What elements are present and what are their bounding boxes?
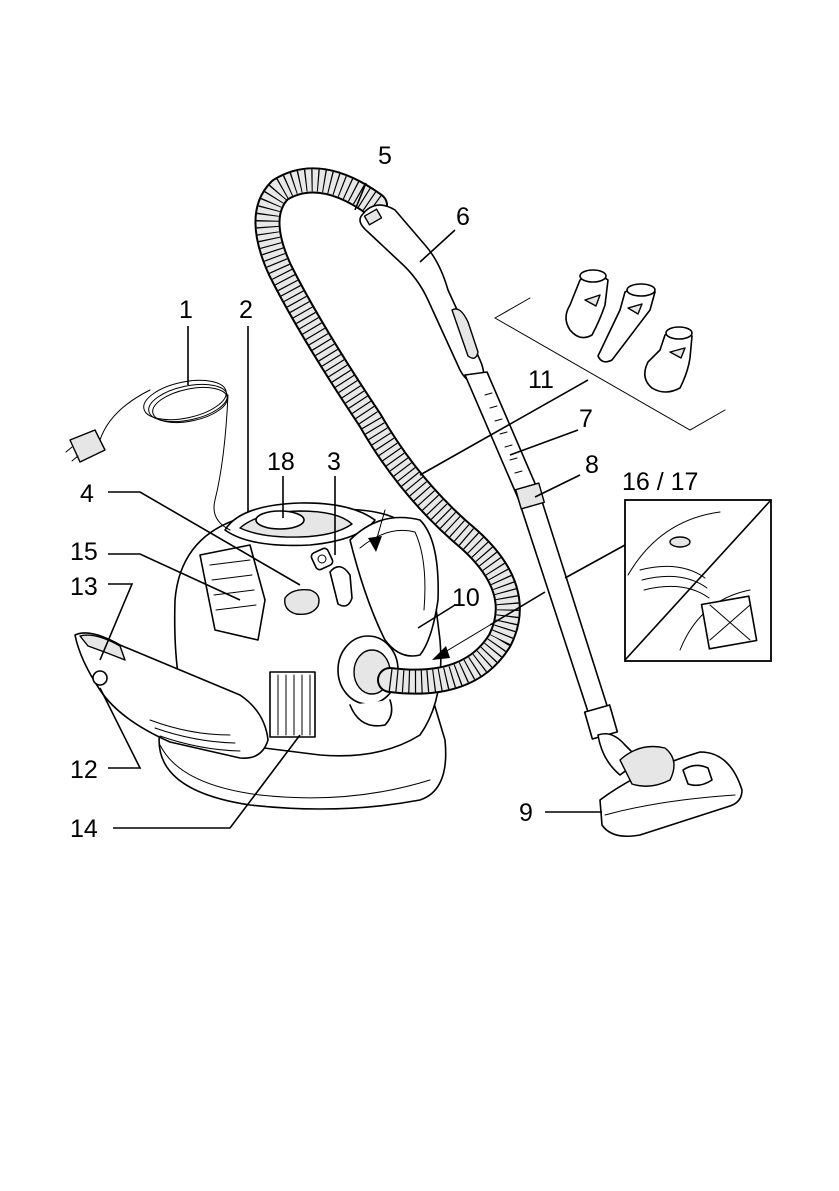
callout-11: 11 <box>528 366 554 394</box>
callout-6: 6 <box>456 203 470 231</box>
callout-14: 14 <box>70 815 98 843</box>
callout-12: 12 <box>70 756 98 784</box>
callout-18: 18 <box>267 448 295 476</box>
callout-7: 7 <box>579 405 593 433</box>
callout-15: 15 <box>70 538 98 566</box>
callout-2: 2 <box>239 296 253 324</box>
callout-10: 10 <box>452 584 480 612</box>
callout-4: 4 <box>80 480 94 508</box>
callout-8: 8 <box>585 451 599 479</box>
callout-1: 1 <box>179 296 193 324</box>
floor-nozzle <box>598 734 742 837</box>
callout-9: 9 <box>519 799 533 827</box>
filter-detail-inset <box>625 500 771 661</box>
callout-13: 13 <box>70 573 98 601</box>
callout-16-17: 16 / 17 <box>622 468 698 496</box>
hose-handle <box>360 205 484 382</box>
callout-3: 3 <box>327 448 341 476</box>
callout-5: 5 <box>378 142 392 170</box>
accessory-nozzles <box>495 270 725 430</box>
